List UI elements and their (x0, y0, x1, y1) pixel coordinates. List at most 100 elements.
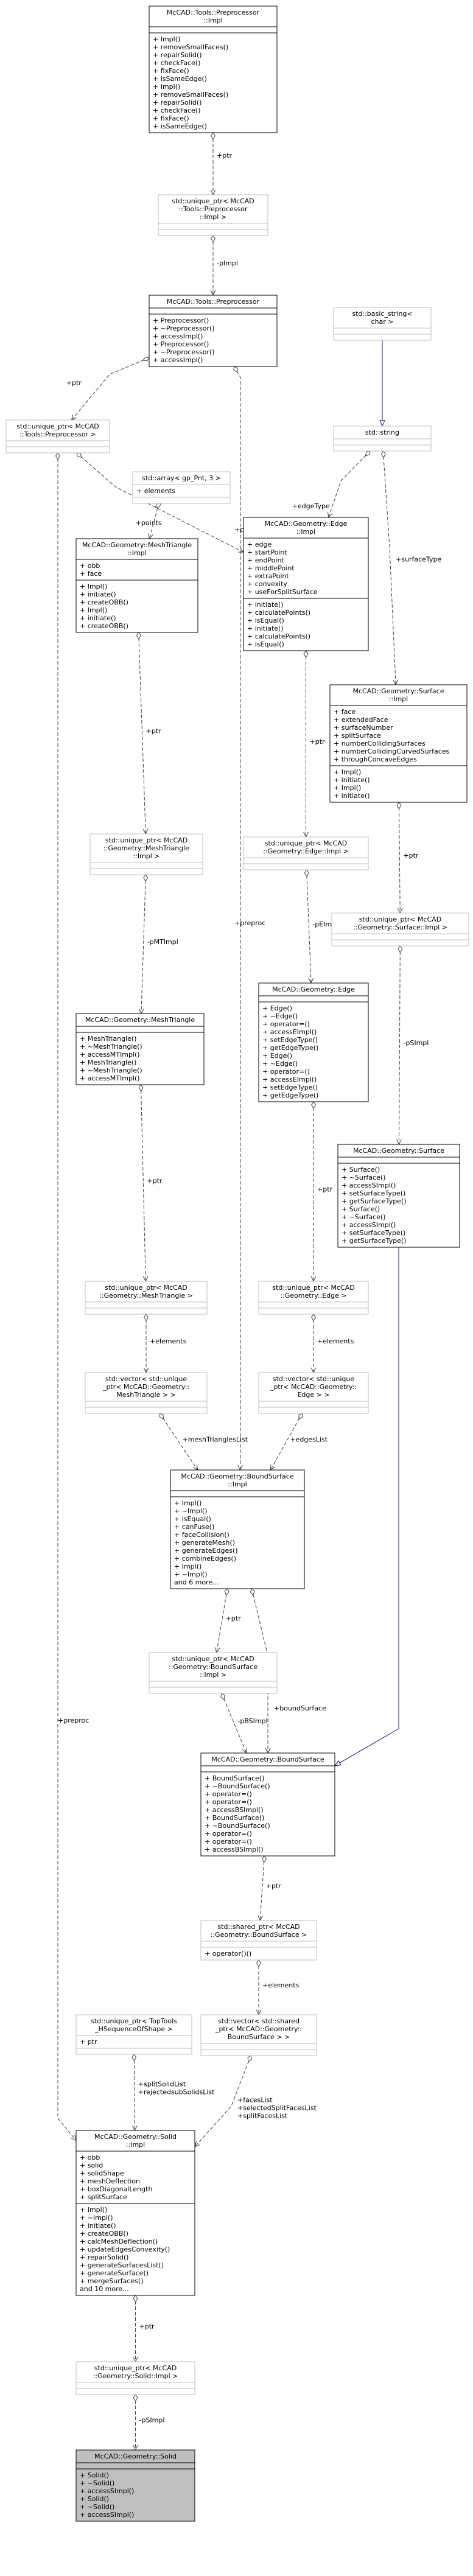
class-attribute: + startPoint (247, 548, 287, 556)
edge-preprocessor-to-uptr-preproc: +ptr (66, 356, 150, 421)
usage-arrowhead (237, 547, 245, 553)
class-node-preproc-impl[interactable]: McCAD::Tools::Preprocessor::Impl+ Impl()… (149, 5, 278, 133)
class-method: + accessBSImpl() (205, 1806, 264, 1814)
source-diamond (143, 874, 149, 883)
class-method: + ~Solid() (80, 2479, 114, 2487)
class-title: BoundSurface > > (228, 2033, 290, 2041)
class-node-vec-edge[interactable]: std::vector< std::unique_ptr< McCAD::Geo… (258, 1372, 369, 1414)
class-title: ::Geometry::Surface::Impl > (353, 923, 447, 931)
class-title: std::unique_ptr< McCAD (359, 915, 441, 923)
class-method: + initiate() (247, 601, 284, 609)
class-node-edge-impl[interactable]: McCAD::Geometry::Edge::Impl+ edge+ start… (243, 517, 369, 651)
class-node-uptr-preproc[interactable]: std::unique_ptr< McCAD::Tools::Preproces… (5, 419, 110, 453)
class-node-std-string[interactable]: std::string (333, 425, 432, 452)
class-method: + fixFace() (153, 114, 189, 122)
class-title: std::basic_string< (352, 310, 412, 318)
class-method: + accessBSImpl() (205, 1846, 264, 1853)
class-box (75, 2014, 192, 2055)
class-title: McCAD::Geometry::MeshTriangle (85, 1016, 195, 1024)
class-title: McCAD::Geometry::BoundSurface (211, 1755, 324, 1763)
class-node-uptr-surface-impl[interactable]: std::unique_ptr< McCAD::Geometry::Surfac… (331, 912, 469, 947)
edge-label: +edgeType (292, 502, 330, 510)
class-method: + Impl() (153, 35, 180, 43)
class-method: + operator=() (205, 1838, 252, 1846)
class-attribute: + splitSurface (80, 2193, 127, 2201)
source-diamond (303, 650, 309, 659)
class-method: + repairSolid() (80, 2253, 128, 2261)
class-node-array-gp[interactable]: std::array< gp_Pnt, 3 >+ elements (132, 471, 231, 504)
class-node-uptr-boundsurf-impl[interactable]: std::unique_ptr< McCAD::Geometry::BoundS… (149, 1652, 278, 1694)
edge-uptr-preproc-to-solid-impl: +preproc (55, 452, 89, 2141)
class-node-surface-impl[interactable]: McCAD::Geometry::Surface::Impl+ face+ ex… (329, 684, 468, 803)
edge-label: +ptr (403, 852, 419, 859)
class-node-solid-impl[interactable]: McCAD::Geometry::Solid::Impl+ obb+ solid… (75, 2130, 195, 2296)
class-method: + calcMeshDeflection() (80, 2238, 158, 2245)
source-diamond (55, 452, 60, 461)
class-title: _ptr< McCAD::Geometry:: (270, 1383, 357, 1391)
edge-uptr-meshtri-to-vec-meshtri: +elements (143, 1314, 187, 1374)
source-diamond (144, 1314, 149, 1322)
class-node-preprocessor[interactable]: McCAD::Tools::Preprocessor+ Preprocessor… (149, 295, 278, 367)
class-box (75, 1013, 205, 1085)
source-diamond (133, 2295, 138, 2303)
class-node-uptr-preproc-impl[interactable]: std::unique_ptr< McCAD::Tools::Preproces… (158, 194, 268, 236)
class-title: _ptr< McCAD::Geometry:: (215, 2025, 302, 2033)
class-title: ::Impl (127, 549, 146, 557)
edges-layer: +ptr-pImpl+ptr+edgeType+surfaceType+prep… (55, 132, 441, 2451)
class-method: + accessSImpl() (80, 2511, 134, 2519)
class-node-vec-meshtri[interactable]: std::vector< std::unique_ptr< McCAD::Geo… (85, 1372, 208, 1414)
class-node-uptr-solid-impl[interactable]: std::unique_ptr< McCAD::Geometry::Solid:… (75, 2361, 195, 2395)
class-method: + ~Impl() (174, 1507, 208, 1515)
class-title: ::Impl (126, 2141, 145, 2149)
edge-line (194, 2055, 251, 2147)
edge-meshtri-impl-to-uptr-meshtri-impl: +ptr (136, 632, 161, 835)
edge-uptr-toptools-to-solid-impl: +splitSolidList+rejectedsubSolidsList (131, 2054, 215, 2132)
class-node-uptr-edge[interactable]: std::unique_ptr< McCAD::Geometry::Edge > (258, 1281, 369, 1315)
edge-line (328, 450, 371, 518)
class-node-edge[interactable]: McCAD::Geometry::Edge+ Edge()+ ~Edge()+ … (258, 982, 369, 1102)
class-method: + removeSmallFaces() (153, 43, 228, 51)
class-node-uptr-edge-impl[interactable]: std::unique_ptr< McCAD::Geometry::Edge::… (243, 836, 369, 870)
class-method: + isSameEdge() (153, 122, 207, 130)
source-diamond (250, 1588, 255, 1596)
class-node-vec-sptr-boundsurf[interactable]: std::vector< std::shared_ptr< McCAD::Geo… (200, 2014, 317, 2056)
edge-label: +rejectedsubSolidsList (138, 2088, 215, 2096)
source-diamond (220, 1693, 225, 1701)
class-title: ::Geometry::Edge > (280, 1292, 346, 1300)
edge-meshtri-to-uptr-meshtri: +ptr (138, 1084, 163, 1283)
class-method: + MeshTriangle() (80, 1059, 136, 1066)
class-box (89, 833, 203, 875)
source-diamond (224, 1588, 229, 1596)
class-method: + fixFace() (153, 67, 189, 75)
class-title: McCAD::Geometry::Solid (94, 2452, 177, 2460)
class-node-uptr-meshtri-impl[interactable]: std::unique_ptr< McCAD::Geometry::MeshTr… (89, 833, 203, 875)
class-title: ::Geometry::Edge::Impl > (263, 847, 349, 855)
class-node-basic-string[interactable]: std::basic_string<char > (333, 307, 432, 341)
class-method: + operator=() (262, 1020, 310, 1028)
class-node-meshtri[interactable]: McCAD::Geometry::MeshTriangle+ MeshTrian… (75, 1013, 205, 1085)
class-method: and 10 more... (80, 2285, 129, 2293)
edge-uptr-solid-impl-to-solid: -pSImpl (133, 2394, 164, 2451)
edge-uptr-meshtri-impl-to-meshtri: -pMTImpl (138, 874, 178, 1015)
class-node-meshtri-impl[interactable]: McCAD::Geometry::MeshTriangle::Impl+ obb… (75, 538, 198, 633)
class-method: + Impl() (334, 784, 361, 792)
class-method: + initiate() (334, 792, 370, 800)
class-node-solid[interactable]: McCAD::Geometry::Solid+ Solid()+ ~Solid(… (75, 2449, 195, 2522)
class-node-boundsurf-impl[interactable]: McCAD::Geometry::BoundSurface::Impl+ Imp… (170, 1469, 305, 1589)
class-node-sptr-boundsurf[interactable]: std::shared_ptr< McCAD::Geometry::BoundS… (200, 1920, 317, 1961)
class-method: + getEdgeType() (262, 1091, 318, 1099)
edge-uptr-preproc-impl-to-preprocessor: -pImpl (210, 235, 238, 296)
class-attribute: + numberCollidingSurfaces (334, 740, 426, 747)
class-method: + Preprocessor() (153, 317, 209, 324)
class-box (258, 982, 369, 1102)
class-method: + setEdgeType() (262, 1036, 318, 1044)
class-node-uptr-toptools[interactable]: std::unique_ptr< TopTools_HSequenceOfSha… (75, 2014, 192, 2055)
class-node-boundsurf[interactable]: McCAD::Geometry::BoundSurface+ BoundSurf… (200, 1752, 335, 1857)
class-node-surface[interactable]: McCAD::Geometry::Surface+ Surface()+ ~Su… (337, 1144, 460, 1248)
class-method: + initiate() (80, 614, 116, 622)
class-method: + canFuse() (174, 1523, 214, 1531)
edge-label: +elements (150, 1337, 187, 1345)
class-node-uptr-meshtri[interactable]: std::unique_ptr< McCAD::Geometry::MeshTr… (85, 1281, 208, 1315)
edge-label: -pBSImpl (237, 1717, 267, 1725)
class-attribute: + obb (80, 2154, 100, 2161)
